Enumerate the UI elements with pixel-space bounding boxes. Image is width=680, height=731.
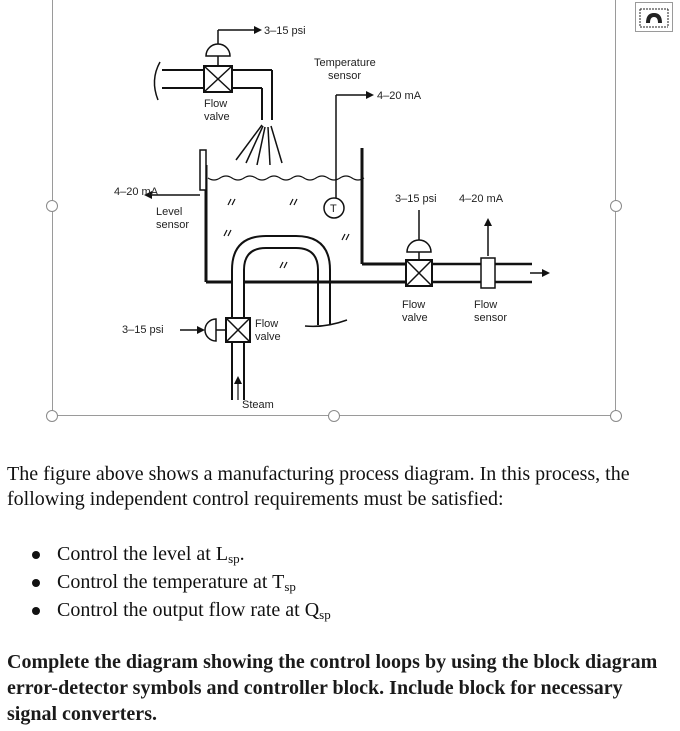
requirements-list: Control the level at Lsp. Control the te… [7,540,331,624]
intro-paragraph: The figure above shows a manufacturing p… [7,463,630,510]
temperature-sensor-label: Temperature [314,57,376,69]
temperature-sensor-label-2: sensor [328,70,361,82]
flow-sensor-signal-label: 4–20 mA [459,193,504,205]
right-valve-label-2: valve [402,312,428,324]
temperature-signal-label: 4–20 mA [377,90,422,102]
requirement-subscript: sp [284,579,296,594]
requirement-suffix: . [239,543,245,565]
resize-handle-top-left[interactable] [46,200,58,212]
flow-sensor-label: Flow [474,299,497,311]
level-sensor-label: Level [156,206,182,218]
temperature-symbol: T [330,203,337,215]
steam-valve-signal-label: 3–15 psi [122,324,164,336]
list-item: Control the output flow rate at Qsp [7,596,331,624]
flow-sensor-label-2: sensor [474,312,507,324]
requirement-text: Control the level at L [57,543,229,565]
right-valve-signal-label: 3–15 psi [395,193,437,205]
resize-handle-right[interactable] [610,200,622,212]
right-valve-label: Flow [402,299,425,311]
resize-handle-bottom-right[interactable] [610,410,622,422]
requirement-subscript: sp [319,607,331,622]
flow-valve-top-label: Flow [204,98,227,110]
layout-options-icon [639,8,669,28]
task-paragraph: Complete the diagram showing the control… [7,651,658,725]
steam-valve-label-2: valve [255,331,281,343]
requirement-text: Control the output flow rate at Q [57,599,320,621]
level-sensor-label-2: sensor [156,219,189,231]
list-item: Control the temperature at Tsp [7,568,331,596]
requirement-text: Control the temperature at T [57,571,285,593]
top-signal-label: 3–15 psi [264,25,306,37]
level-signal-label: 4–20 mA [114,186,159,198]
resize-handle-bottom-left[interactable] [46,410,58,422]
flow-valve-top-label-2: valve [204,111,230,123]
layout-options-button[interactable] [635,2,673,32]
list-item: Control the level at Lsp. [7,540,331,568]
steam-valve-label: Flow [255,318,278,330]
steam-label: Steam [242,399,274,411]
process-diagram: 3–15 psi Flow valve Temperature sensor 4… [114,25,550,411]
resize-handle-bottom-middle[interactable] [328,410,340,422]
requirement-subscript: sp [228,551,240,566]
